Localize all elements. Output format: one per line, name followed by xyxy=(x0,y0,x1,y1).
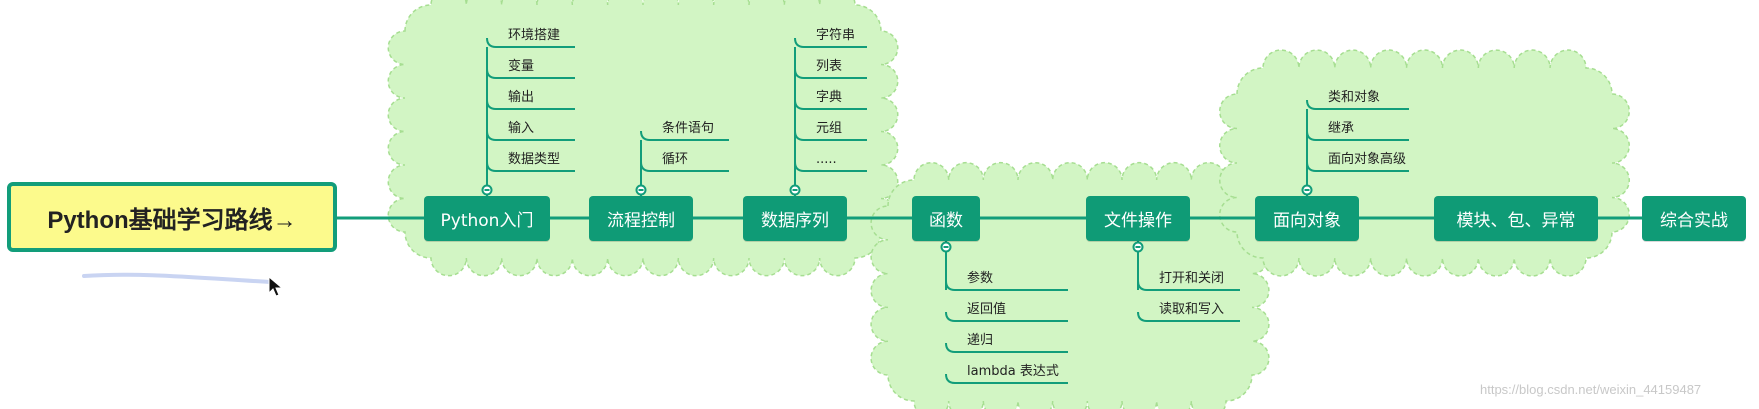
watermark-text: https://blog.csdn.net/weixin_44159487 xyxy=(1480,382,1702,397)
leaf-string[interactable]: 字符串 xyxy=(816,28,856,43)
leaf-underline xyxy=(1306,130,1409,141)
leaf-lambda[interactable]: lambda 表达式 xyxy=(967,364,1059,379)
leaf-params[interactable]: 参数 xyxy=(967,271,994,286)
leaf-underline xyxy=(1137,311,1240,322)
leaf-underline xyxy=(794,68,867,79)
leaf-tuple[interactable]: 元组 xyxy=(816,121,843,136)
node-file-ops[interactable]: 文件操作 xyxy=(1086,196,1190,241)
leaf-underline xyxy=(640,161,729,172)
mouse-cursor-icon xyxy=(268,276,284,297)
leaf-underline xyxy=(945,342,1068,353)
leaf-underline xyxy=(486,37,575,48)
pen-stroke-annotation xyxy=(82,272,272,284)
leaf-class-object[interactable]: 类和对象 xyxy=(1328,90,1381,105)
leaf-open-close[interactable]: 打开和关闭 xyxy=(1159,271,1225,286)
leaf-underline xyxy=(794,130,867,141)
node-data-sequence[interactable]: 数据序列 xyxy=(743,196,847,241)
leaf-underline xyxy=(486,161,575,172)
leaf-conditional[interactable]: 条件语句 xyxy=(662,121,715,136)
leaf-input[interactable]: 输入 xyxy=(508,121,535,136)
node-flow-control[interactable]: 流程控制 xyxy=(589,196,693,241)
leaf-inheritance[interactable]: 继承 xyxy=(1328,121,1355,136)
leaf-list[interactable]: 列表 xyxy=(816,59,843,74)
node-oop[interactable]: 面向对象 xyxy=(1255,196,1359,241)
leaf-underline xyxy=(794,37,867,48)
node-project[interactable]: 综合实战 xyxy=(1642,196,1746,241)
leaf-underline xyxy=(945,373,1068,384)
leaf-variable[interactable]: 变量 xyxy=(508,59,535,74)
leaf-recursion[interactable]: 递归 xyxy=(967,333,994,348)
leaf-underline xyxy=(486,130,575,141)
leaf-underline xyxy=(1306,99,1409,110)
leaf-underline xyxy=(945,311,1068,322)
leaf-data-types[interactable]: 数据类型 xyxy=(508,152,561,167)
leaf-underline xyxy=(486,68,575,79)
node-function[interactable]: 函数 xyxy=(912,196,980,241)
node-modules[interactable]: 模块、包、异常 xyxy=(1434,196,1598,241)
leaf-return-value[interactable]: 返回值 xyxy=(967,302,1007,317)
leaf-underline xyxy=(1306,161,1409,172)
leaf-underline xyxy=(640,130,729,141)
leaf-oop-advanced[interactable]: 面向对象高级 xyxy=(1328,152,1407,167)
node-python-intro[interactable]: Python入门 xyxy=(424,196,550,241)
leaf-underline xyxy=(794,99,867,110)
leaf-output[interactable]: 输出 xyxy=(508,90,535,105)
leaf-env-setup[interactable]: 环境搭建 xyxy=(508,28,561,43)
leaf-dict[interactable]: 字典 xyxy=(816,90,843,105)
leaf-more[interactable]: ..... xyxy=(816,152,837,167)
cloud-region-group-3 xyxy=(1219,49,1630,277)
leaf-underline xyxy=(1137,280,1240,291)
leaf-underline xyxy=(486,99,575,110)
leaf-underline xyxy=(945,280,1068,291)
leaf-underline xyxy=(794,161,867,172)
leaf-read-write[interactable]: 读取和写入 xyxy=(1159,302,1225,317)
root-topic[interactable]: Python基础学习路线→ xyxy=(7,182,337,252)
leaf-loop[interactable]: 循环 xyxy=(662,152,689,167)
